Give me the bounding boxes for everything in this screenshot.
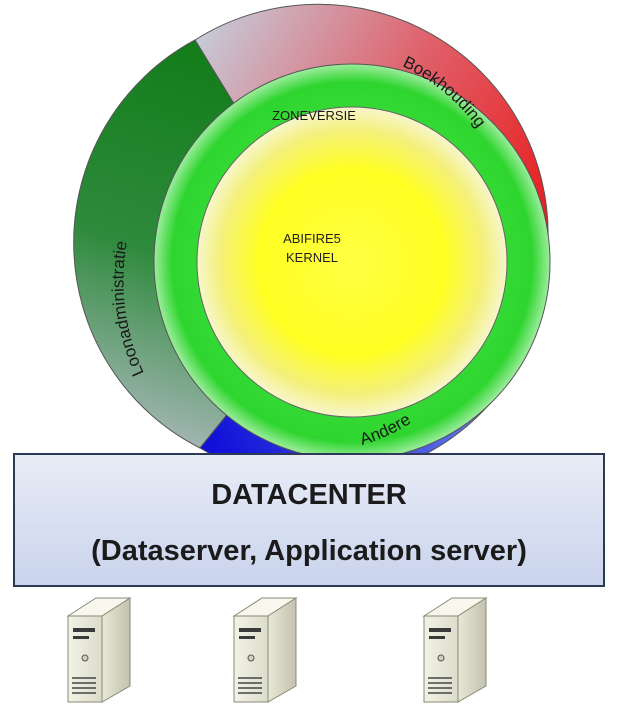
kernel-label-line1: ABIFIRE5 [283,231,341,246]
server-tower-icon [422,597,488,703]
datacenter-subtitle: (Dataserver, Application server) [91,535,527,567]
server-tower-icon [66,597,132,703]
datacenter-box[interactable]: DATACENTER (Dataserver, Application serv… [13,453,605,587]
kernel-core[interactable] [196,106,508,418]
datacenter-title: DATACENTER [211,479,407,511]
server-tower-icon [232,597,298,703]
zoneversie-label: ZONEVERSIE [272,108,356,123]
kernel-label-line2: KERNEL [286,250,338,265]
server-group [66,597,488,703]
